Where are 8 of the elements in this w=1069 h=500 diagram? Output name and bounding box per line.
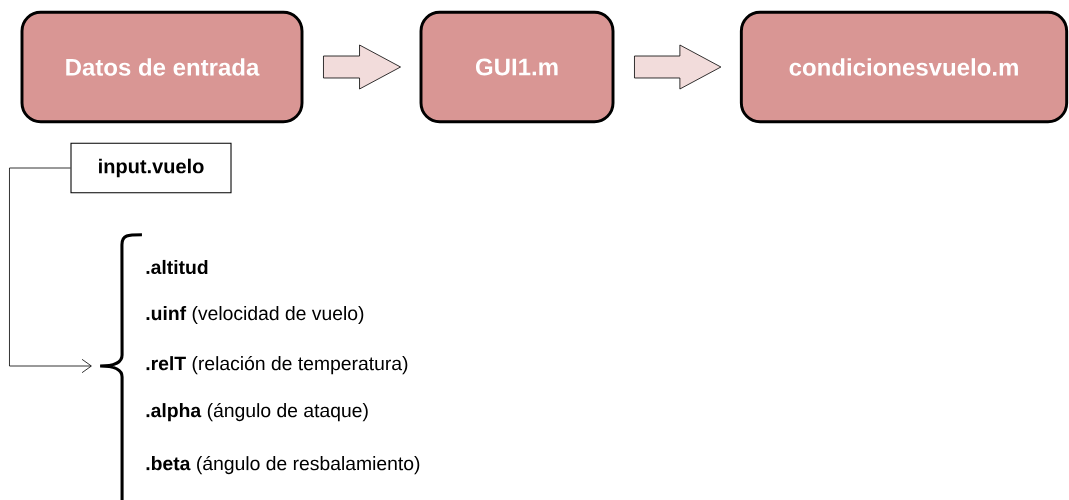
block-arrow [634,44,722,90]
process-box: condicionesvuelo.m [739,10,1069,124]
variable-box: input.vuelo [70,142,232,194]
process-box: GUI1.m [419,10,615,124]
curly-bracket [98,233,142,500]
connector-arrow [9,167,92,374]
process-box: Datos de entrada [20,10,304,124]
block-arrow [323,44,401,90]
